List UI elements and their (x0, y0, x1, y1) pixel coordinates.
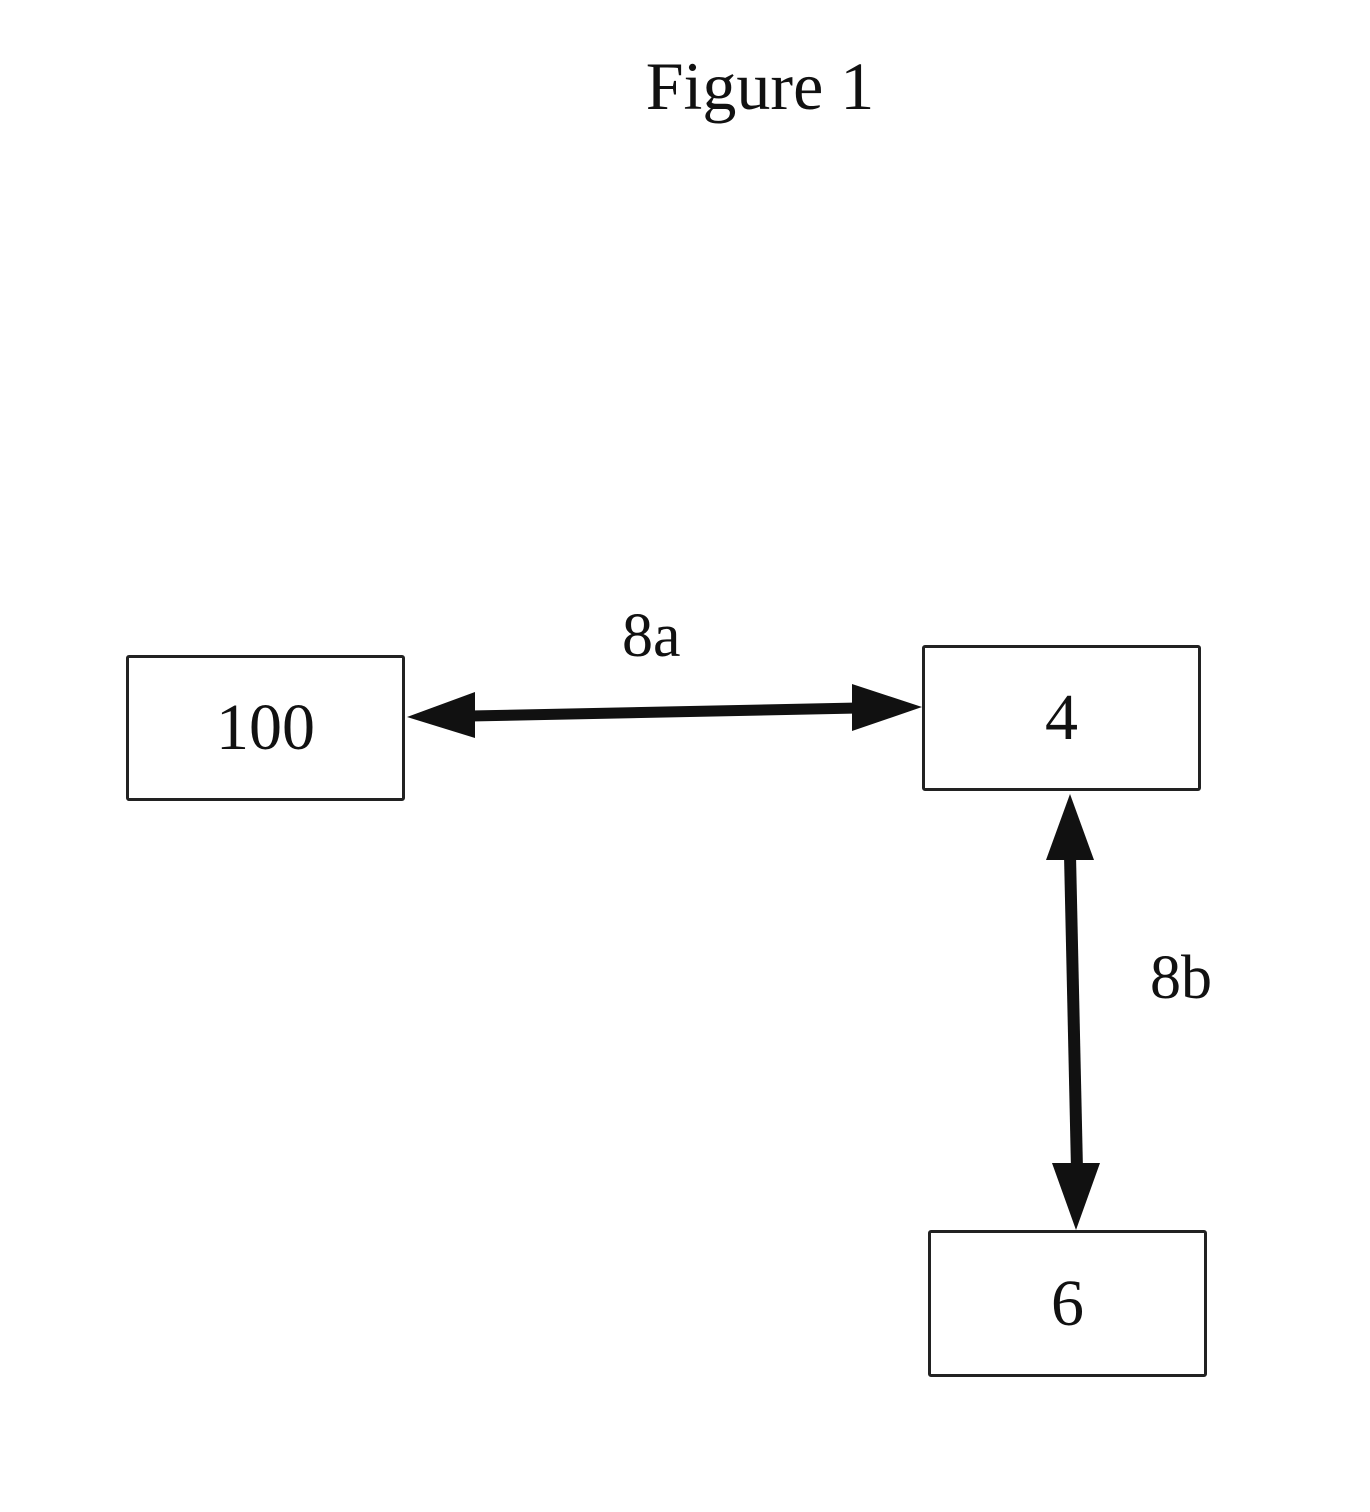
node-4: 4 (922, 645, 1201, 791)
link-8a-label: 8a (622, 605, 681, 667)
link-8b-label: 8b (1150, 947, 1212, 1009)
node-6: 6 (928, 1230, 1207, 1377)
link-8a-arrow (407, 684, 922, 738)
node-100-label: 100 (216, 695, 315, 761)
node-6-label: 6 (1051, 1271, 1084, 1337)
link-8b-arrow (1046, 794, 1100, 1230)
node-100: 100 (126, 655, 405, 801)
node-4-label: 4 (1045, 685, 1078, 751)
